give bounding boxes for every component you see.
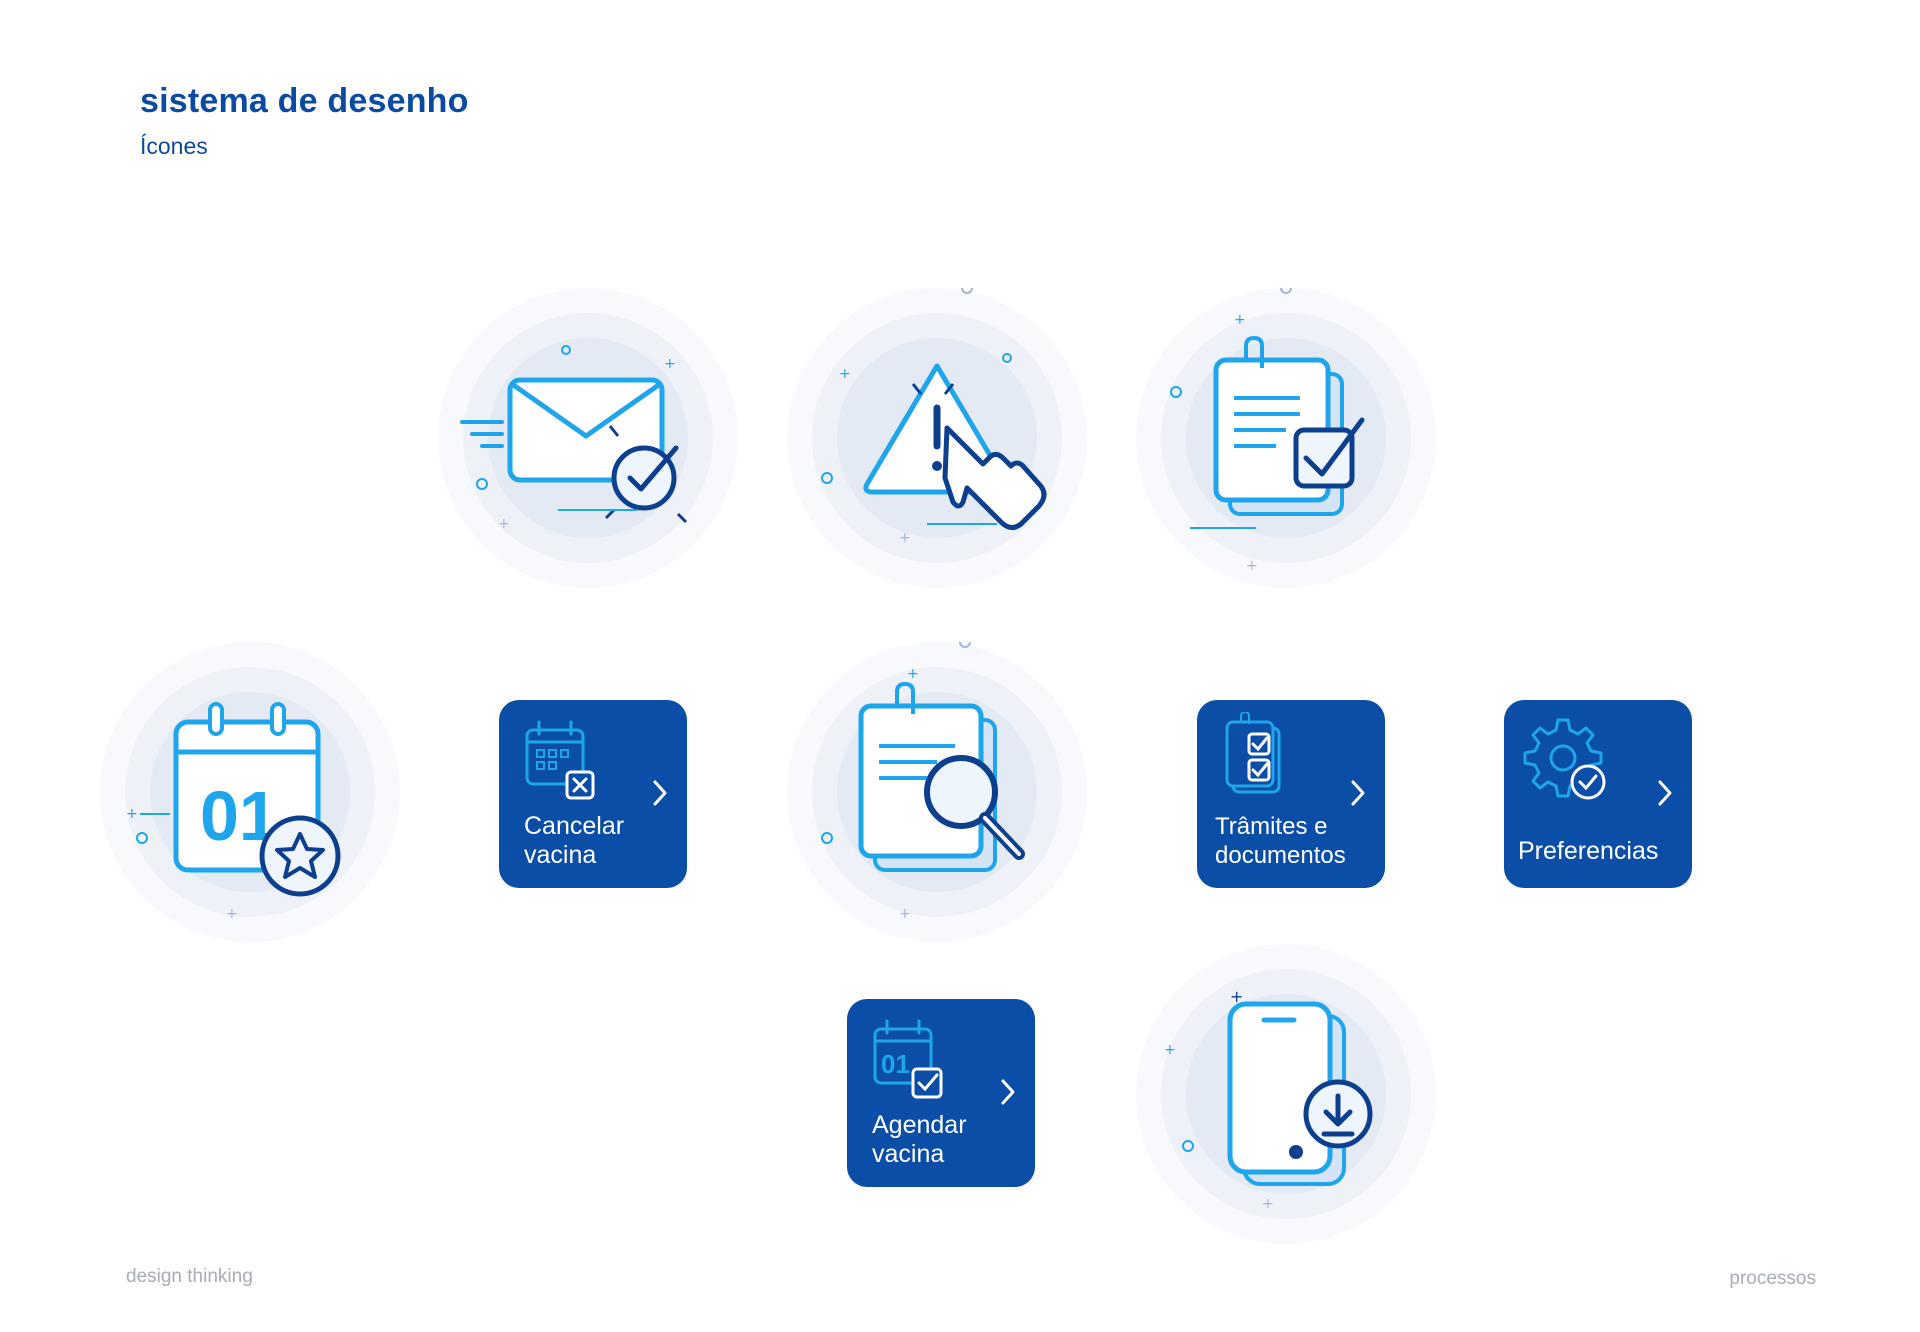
svg-text:+: + bbox=[1246, 558, 1258, 574]
chevron-right-icon bbox=[1658, 780, 1672, 806]
procedures-documents-label: Trâmites e documentos bbox=[1215, 813, 1346, 869]
cancel-vaccine-tile[interactable]: Cancelar vacina bbox=[499, 700, 687, 888]
document-search-icon: + + bbox=[787, 642, 1087, 942]
procedures-documents-tile[interactable]: Trâmites e documentos bbox=[1197, 700, 1385, 888]
document-check-icon: + + bbox=[1136, 288, 1436, 588]
page-title: sistema de desenho bbox=[140, 82, 469, 120]
svg-text:+: + bbox=[126, 806, 138, 822]
envelope-check-illustration: + + bbox=[438, 288, 738, 588]
preferences-label: Preferencias bbox=[1518, 837, 1659, 865]
page-subtitle: Ícones bbox=[140, 133, 208, 159]
chevron-right-icon bbox=[1001, 1079, 1015, 1105]
phone-download-icon: + + + bbox=[1136, 944, 1436, 1244]
chevron-right-icon bbox=[653, 780, 667, 806]
schedule-vaccine-tile[interactable]: 01 Agendar vacina bbox=[847, 999, 1035, 1187]
preferences-tile[interactable]: Preferencias bbox=[1504, 700, 1692, 888]
warning-hand-icon: + + bbox=[787, 288, 1087, 588]
svg-text:+: + bbox=[664, 356, 676, 372]
svg-text:+: + bbox=[1234, 312, 1246, 328]
checklist-icon bbox=[1225, 712, 1281, 794]
phone-download-illustration: + + + bbox=[1136, 944, 1436, 1244]
schedule-vaccine-label: Agendar vacina bbox=[872, 1111, 967, 1168]
svg-text:+: + bbox=[498, 516, 510, 532]
svg-text:+: + bbox=[1230, 987, 1243, 1006]
svg-text:+: + bbox=[1164, 1042, 1176, 1058]
svg-text:+: + bbox=[839, 366, 851, 382]
calendar-cancel-icon bbox=[525, 720, 595, 800]
footer-left-label: design thinking bbox=[126, 1266, 253, 1287]
gear-check-icon bbox=[1523, 718, 1606, 800]
svg-text:+: + bbox=[907, 666, 919, 682]
svg-text:+: + bbox=[899, 530, 911, 546]
footer-right-label: processos bbox=[1729, 1268, 1816, 1289]
header: sistema de desenho Ícones bbox=[140, 82, 469, 160]
svg-text:+: + bbox=[1262, 1196, 1274, 1212]
document-search-illustration: + + bbox=[787, 642, 1087, 942]
svg-text:+: + bbox=[226, 906, 238, 922]
calendar-day-number: 01 bbox=[881, 1049, 910, 1079]
chevron-right-icon bbox=[1351, 780, 1365, 806]
documents-check-illustration: + + bbox=[1136, 288, 1436, 588]
calendar-star-illustration: 01 + + bbox=[100, 642, 400, 942]
calendar-star-icon: 01 + + bbox=[100, 642, 400, 942]
cancel-vaccine-label: Cancelar vacina bbox=[524, 812, 625, 869]
warning-touch-illustration: + + bbox=[787, 288, 1087, 588]
calendar-check-icon: 01 bbox=[873, 1019, 943, 1099]
svg-text:+: + bbox=[899, 906, 911, 922]
envelope-check-icon: + + bbox=[438, 288, 738, 588]
